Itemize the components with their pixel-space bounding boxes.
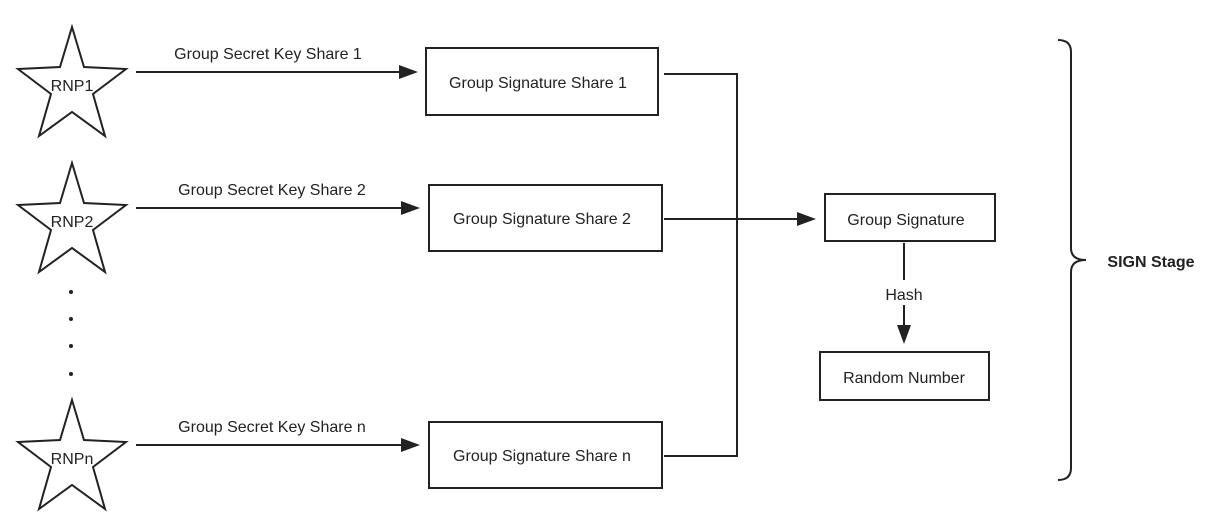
merge-connector-1 <box>664 73 738 219</box>
rnpn-label: RNPn <box>51 451 94 468</box>
signature-share-2-label: Group Signature Share 2 <box>453 211 631 228</box>
signature-share-n-label: Group Signature Share n <box>453 448 631 465</box>
signature-share-1-box <box>425 47 659 116</box>
signature-share-2-box <box>428 184 663 252</box>
merge-connector-n <box>664 219 738 457</box>
rnp2-label: RNP2 <box>51 214 94 231</box>
rnpn-star-icon <box>15 396 129 512</box>
group-signature-box <box>824 193 996 242</box>
hash-arrowhead-icon <box>897 325 911 344</box>
rnp1-star-icon <box>15 23 129 139</box>
key-share-n-label: Group Secret Key Share n <box>178 419 366 436</box>
key-share-n-arrowhead-icon <box>401 438 420 452</box>
merge-arrowhead-icon <box>797 212 816 226</box>
ellipsis-dot <box>69 344 73 348</box>
signature-share-1-label: Group Signature Share 1 <box>449 75 627 92</box>
rnp2-star-icon <box>15 159 129 275</box>
key-share-1-label: Group Secret Key Share 1 <box>174 46 362 63</box>
ellipsis-dot <box>69 372 73 376</box>
hash-label: Hash <box>885 287 922 304</box>
ellipsis-dot <box>69 290 73 294</box>
stage-brace-icon <box>1057 39 1087 481</box>
key-share-1-arrowhead-icon <box>399 65 418 79</box>
random-number-label: Random Number <box>843 370 966 387</box>
random-number-box <box>819 351 990 401</box>
key-share-2-arrowhead-icon <box>401 201 420 215</box>
signature-share-n-box <box>428 421 663 489</box>
ellipsis-dot <box>69 317 73 321</box>
rnp1-label: RNP1 <box>51 78 94 95</box>
group-signature-label: Group Signature <box>847 212 965 229</box>
key-share-2-label: Group Secret Key Share 2 <box>178 182 366 199</box>
stage-label: SIGN Stage <box>1107 254 1194 271</box>
